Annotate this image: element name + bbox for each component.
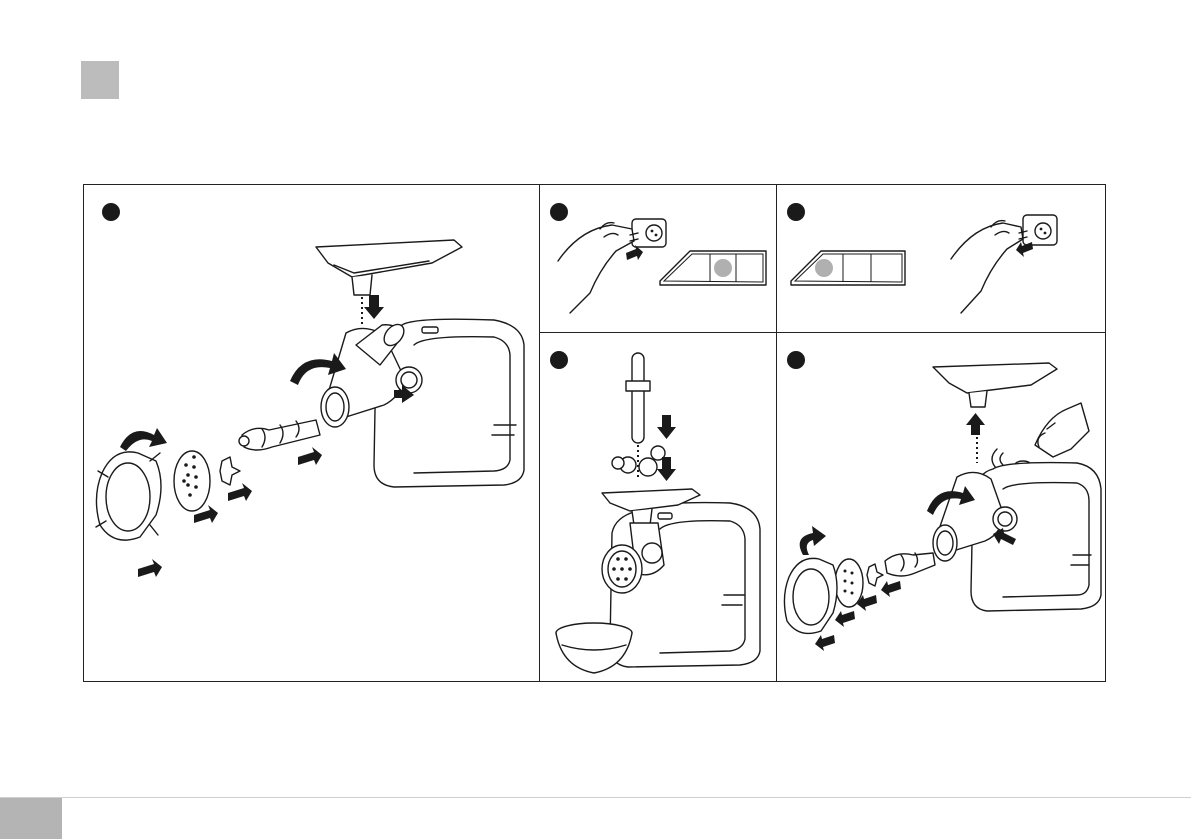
- panel-plug-in: [540, 185, 777, 333]
- disassembly-illustration: [777, 333, 1105, 680]
- panel-operation: [540, 333, 777, 681]
- page-number-marker: [0, 798, 62, 839]
- plug-in-and-control-panel-illustration: [540, 185, 776, 332]
- unplug-and-control-panel-illustration: [777, 185, 1105, 332]
- panel-assembly: [84, 185, 540, 681]
- panel-disassembly: [777, 333, 1105, 681]
- section-marker: [81, 61, 119, 99]
- feeding-with-pusher-illustration: [540, 333, 776, 680]
- panel-unplug: [777, 185, 1105, 333]
- footer-divider: [0, 797, 1191, 798]
- meat-grinder-assembly-illustration: [84, 185, 540, 681]
- instruction-figure: [83, 184, 1106, 682]
